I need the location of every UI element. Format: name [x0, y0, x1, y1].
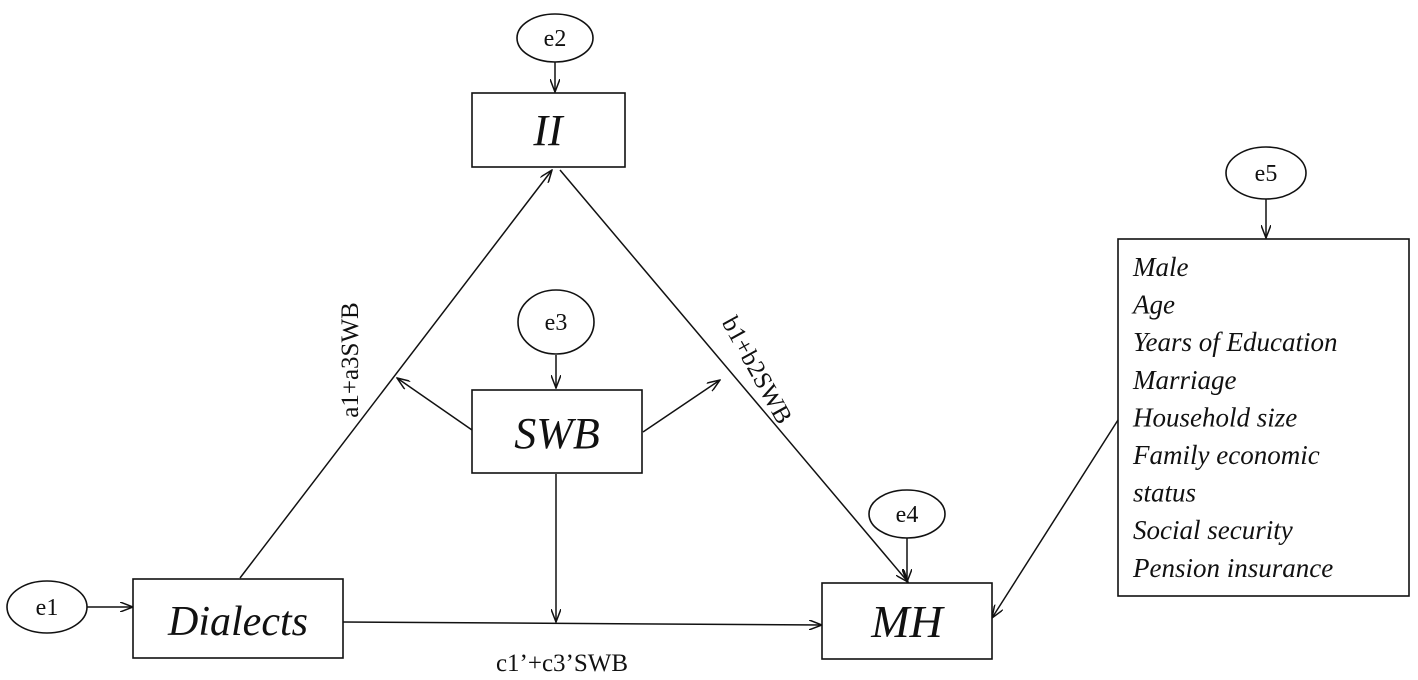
error-e2: e2	[516, 13, 594, 63]
covariate-item: Family economic	[1132, 440, 1320, 470]
covariate-item: Years of Education	[1133, 327, 1338, 357]
path-label-b: b1+b2SWB	[716, 312, 797, 429]
arrow-dialects-mh	[342, 622, 822, 625]
node-mh-label: MH	[870, 596, 945, 647]
node-swb: SWB	[471, 389, 643, 474]
path-label-c: c1’+c3’SWB	[496, 650, 628, 677]
path-label-a: a1+a3SWB	[337, 302, 364, 417]
error-e3-label: e3	[545, 310, 568, 336]
covariate-item: Social security	[1133, 515, 1293, 545]
arrow-covariates-mh	[992, 419, 1119, 618]
node-swb-label: SWB	[514, 409, 600, 458]
error-e4: e4	[868, 489, 946, 539]
arrow-swb-path-b	[642, 380, 720, 433]
node-ii-label: II	[532, 106, 565, 155]
node-dialects-label: Dialects	[167, 599, 308, 645]
error-e5-label: e5	[1255, 161, 1278, 187]
covariate-item: Marriage	[1132, 365, 1237, 395]
error-e1: e1	[6, 580, 88, 634]
covariate-item: Pension insurance	[1132, 553, 1333, 583]
arrow-swb-path-a	[397, 378, 473, 431]
covariate-item: Household size	[1132, 402, 1297, 432]
error-e4-label: e4	[896, 502, 919, 528]
node-ii: II	[471, 92, 626, 168]
covariate-item: Male	[1132, 252, 1188, 282]
error-e5: e5	[1225, 146, 1307, 200]
arrow-ii-mh	[559, 169, 908, 582]
covariate-item: status	[1133, 478, 1196, 508]
error-e3: e3	[517, 289, 595, 355]
node-dialects: Dialects	[132, 578, 344, 659]
error-e1-label: e1	[36, 595, 59, 621]
error-e2-label: e2	[544, 26, 567, 52]
arrow-dialects-ii	[239, 170, 552, 579]
node-mh: MH	[821, 582, 993, 660]
covariate-item: Age	[1131, 290, 1175, 320]
